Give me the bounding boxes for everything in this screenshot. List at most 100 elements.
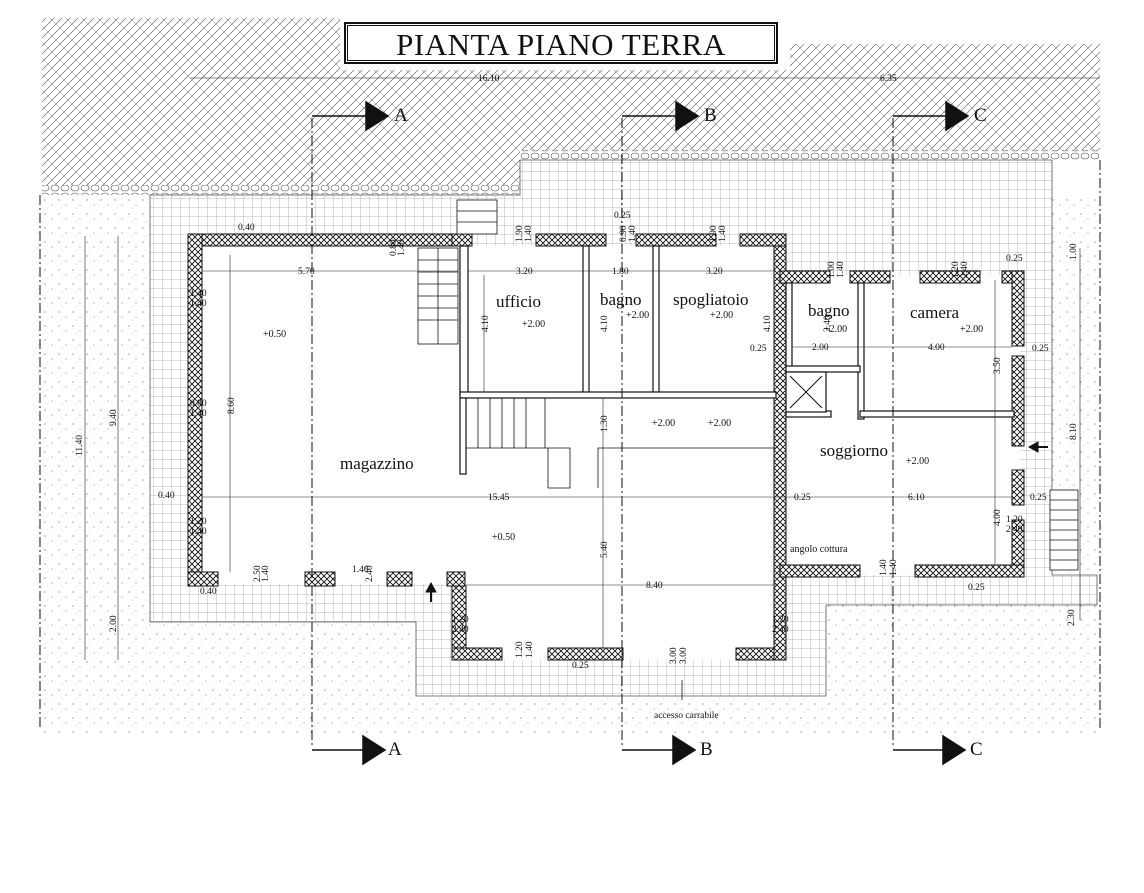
win-d2: 1.40: [190, 527, 207, 537]
dim-350: 3.50: [993, 357, 1003, 374]
win-h1: 1.20: [515, 641, 525, 658]
win-g2: 2.40: [452, 625, 469, 635]
dim-access: accesso carrabile: [654, 711, 719, 721]
dim-025-g: 0.25: [968, 583, 985, 593]
win-e2: 1.40: [261, 565, 271, 582]
win-d1: 1.20: [190, 517, 207, 527]
win-f2: 2.40: [365, 565, 375, 582]
room-label-camera: camera: [910, 303, 960, 322]
room-label-bagno-2: bagno: [808, 301, 850, 320]
section-label-b-top: B: [704, 105, 717, 126]
room-label-magazzino: magazzino: [340, 454, 414, 473]
section-lines: [39, 118, 1101, 745]
dim-840: 8.40: [646, 581, 663, 591]
cobble-strip-2: [520, 150, 1100, 160]
shaft-cross: [789, 375, 823, 409]
dim-040-a: 0.40: [238, 223, 255, 233]
win-k2: 2.40: [1006, 525, 1023, 535]
dim-200: 2.00: [812, 343, 829, 353]
dim-130: 1.30: [600, 415, 610, 432]
dim-810: 8.10: [1069, 423, 1079, 440]
dim-400-v: 4.00: [993, 509, 1003, 526]
dim-570: 5.70: [298, 267, 315, 277]
win-m1: 1.90: [515, 225, 525, 242]
dim-240: 2.40: [823, 315, 833, 332]
dim-top-right: 6.35: [880, 74, 897, 84]
dim-040-c: 0.40: [200, 587, 217, 597]
stair-mid: [466, 397, 776, 489]
dim-540: 5.40: [600, 541, 610, 558]
dim-025-top: 0.25: [614, 211, 631, 221]
section-markers: [312, 100, 970, 766]
win-j1: 1.20: [772, 615, 789, 625]
page-title: PIANTA PIANO TERRA: [396, 27, 726, 62]
win-o1: 1.90: [709, 225, 719, 242]
win-q1: 1.20: [951, 261, 961, 278]
dim-610: 6.10: [908, 493, 925, 503]
section-label-c-top: C: [974, 105, 987, 126]
dim-400: 4.00: [928, 343, 945, 353]
dim-1140: 11.40: [75, 435, 85, 456]
room-label-spogliatoio: spogliatoio: [673, 290, 749, 309]
win-k1: 1.20: [1006, 515, 1023, 525]
win-i1: 3.00: [669, 647, 679, 664]
entry-steps: [456, 199, 498, 235]
cobble-strip: [42, 185, 520, 195]
dim-040-b: 0.40: [158, 491, 175, 501]
win-n2: 1.40: [628, 225, 638, 242]
dim-320-b: 3.20: [706, 267, 723, 277]
external-walls: [187, 233, 1025, 661]
level-spogliatoio: +2.00: [710, 310, 733, 321]
dim-025-e: 0.25: [1030, 493, 1047, 503]
win-a1: 0.80: [389, 239, 399, 256]
win-a2: 1.40: [397, 239, 407, 256]
section-label-a-top: A: [394, 105, 408, 126]
dim-410-a: 4.10: [481, 315, 491, 332]
dim-025-f: 0.25: [572, 661, 589, 671]
level-camera: +2.00: [960, 324, 983, 335]
dim-230: 2.30: [1067, 609, 1077, 626]
win-e1: 2.50: [253, 565, 263, 582]
dim-940: 9.40: [109, 409, 119, 426]
win-f1: 1.40: [352, 565, 369, 575]
room-label-angolo-cottura: angolo cottura: [790, 544, 848, 555]
dim-1545: 15.45: [488, 493, 510, 503]
win-h2: 1.40: [525, 641, 535, 658]
dimension-lines: [84, 77, 1100, 660]
room-label-soggiorno: soggiorno: [820, 441, 888, 460]
dim-410-c: 4.10: [763, 315, 773, 332]
win-q2: 2.40: [960, 261, 970, 278]
dim-top-total: 16.10: [478, 74, 500, 84]
win-j2: 2.40: [772, 625, 789, 635]
level-ufficio: +2.00: [522, 319, 545, 330]
dim-410-b: 4.10: [600, 315, 610, 332]
dim-100: 1.00: [1069, 243, 1079, 260]
level-soggiorno: +2.00: [906, 456, 929, 467]
dim-025-a: 0.25: [750, 344, 767, 354]
win-l2: 1.40: [889, 559, 899, 576]
win-n1: 0.90: [619, 225, 629, 242]
win-o2: 1.40: [718, 225, 728, 242]
win-p1: 1.00: [827, 261, 837, 278]
win-i2: 3.00: [679, 647, 689, 664]
win-c1: 0.80: [190, 399, 207, 409]
win-b2: 1.40: [190, 299, 207, 309]
win-p2: 1.40: [836, 261, 846, 278]
outside-steps: [1049, 489, 1079, 571]
level-corridor-1: +2.00: [652, 418, 675, 429]
level-magazzino-top: +0.50: [263, 329, 286, 340]
win-m2: 1.40: [524, 225, 534, 242]
room-label-ufficio: ufficio: [496, 292, 541, 311]
dim-025-b: 0.25: [1006, 254, 1023, 264]
level-bagno-1: +2.00: [626, 310, 649, 321]
win-c2: 1.40: [190, 409, 207, 419]
dim-200-v: 2.00: [109, 615, 119, 632]
dim-180: 1.80: [612, 267, 629, 277]
entrance-arrows: [425, 441, 1048, 602]
section-label-c-bottom: C: [970, 739, 983, 760]
room-label-bagno-1: bagno: [600, 290, 642, 309]
win-g1: 1.20: [452, 615, 469, 625]
win-l1: 1.40: [879, 559, 889, 576]
section-label-b-bottom: B: [700, 739, 713, 760]
